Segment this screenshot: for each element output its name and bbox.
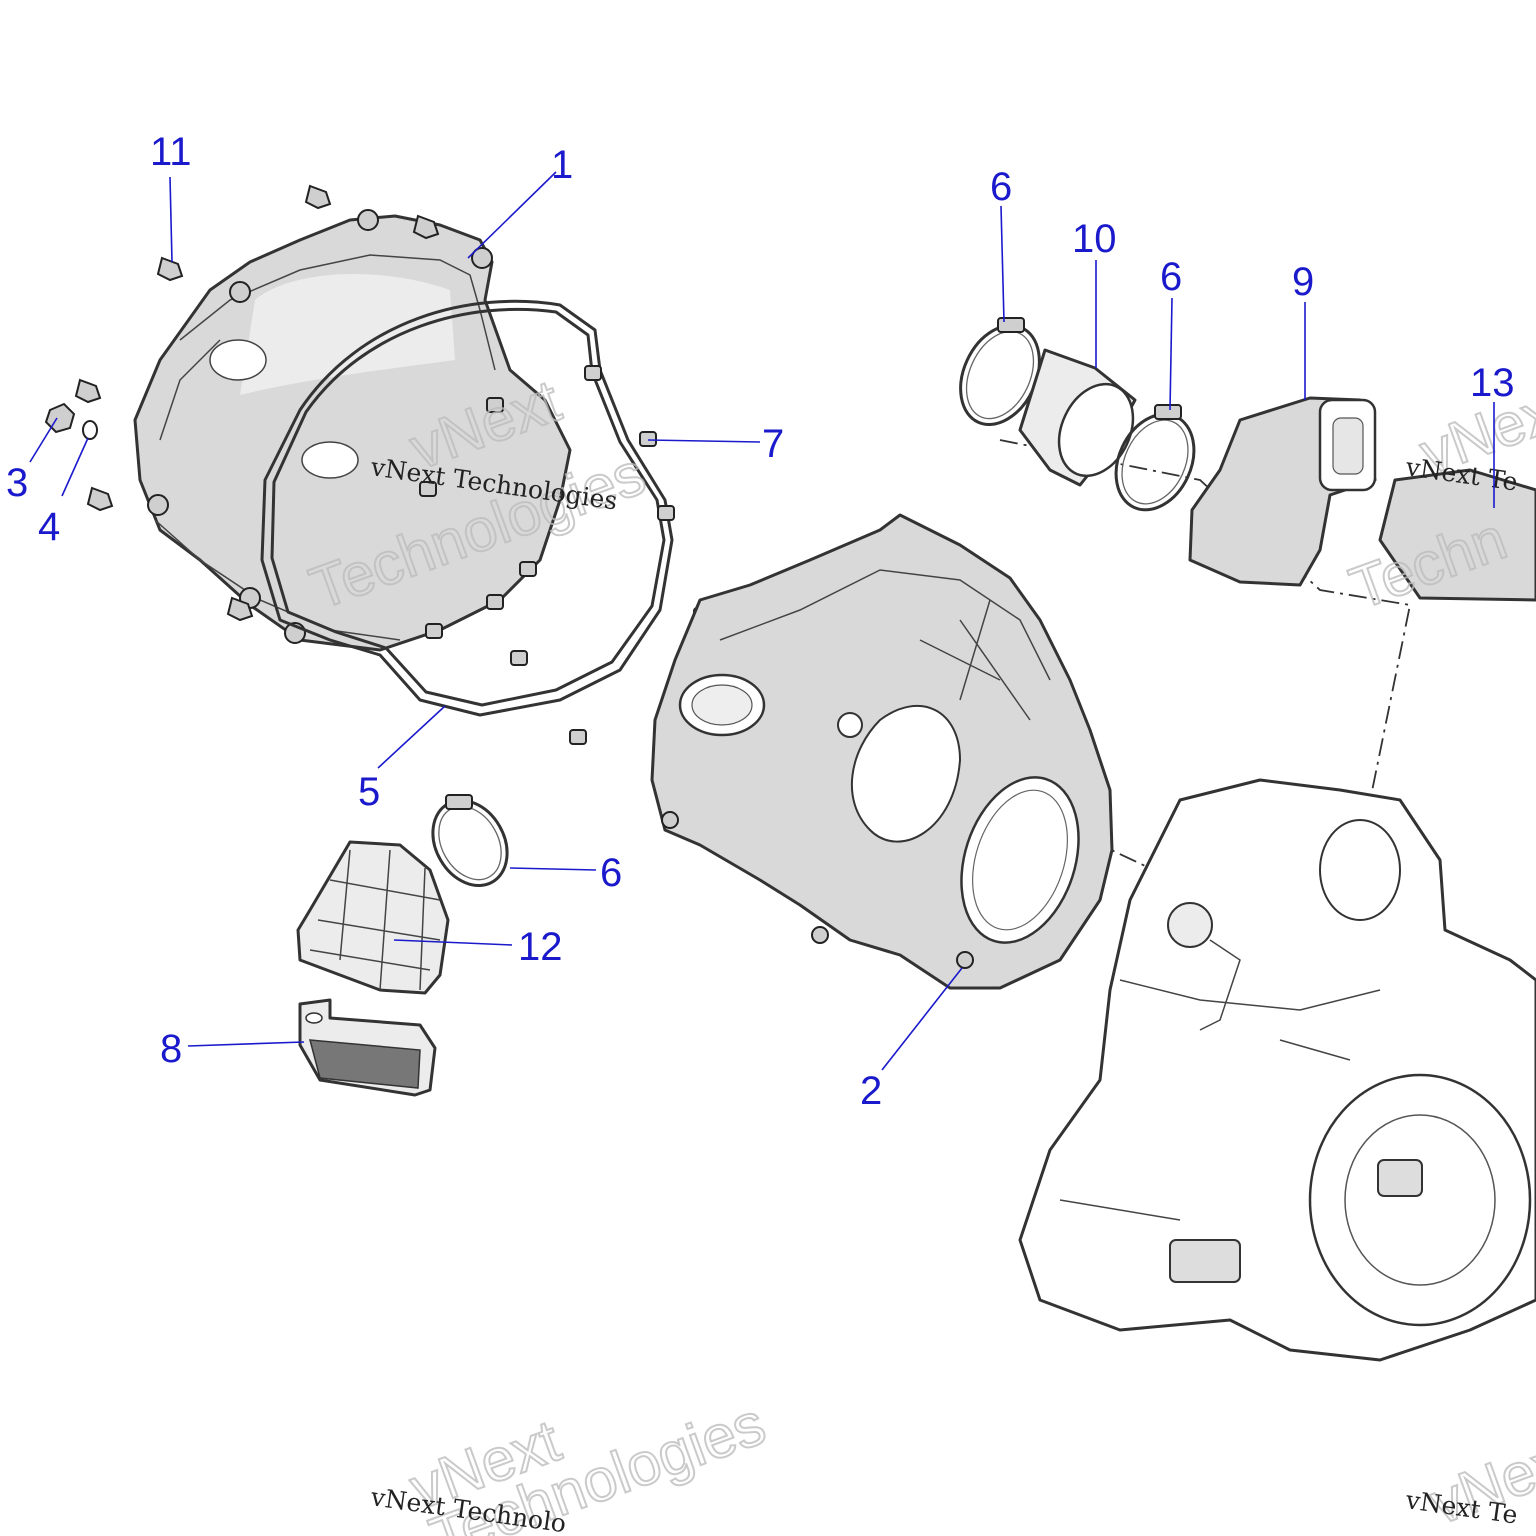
callout-12: 12 — [393, 925, 563, 969]
callout-5: 5 — [358, 705, 446, 814]
cover-bolts — [44, 184, 440, 622]
vent-screen — [298, 998, 437, 1097]
callout-label: 5 — [358, 770, 380, 814]
callout-label: 2 — [860, 1069, 882, 1113]
callout-6-upper-right: 6 — [1160, 255, 1182, 411]
callout-6-upper-left: 6 — [990, 165, 1012, 323]
callout-label: 10 — [1072, 217, 1117, 261]
callout-label: 6 — [600, 851, 622, 895]
callout-2: 2 — [860, 967, 963, 1113]
callout-1: 1 — [467, 143, 573, 259]
callout-9: 9 — [1292, 260, 1314, 400]
inner-clutch-housing — [650, 513, 1114, 990]
callout-label: 11 — [150, 130, 192, 174]
callout-label: 1 — [551, 143, 573, 187]
callouts: 11 1 3 4 7 5 6 — [6, 130, 1515, 1113]
callout-label: 3 — [6, 461, 28, 505]
callout-label: 8 — [160, 1027, 182, 1071]
duct-clamp-lower — [431, 794, 509, 888]
callout-6-lower: 6 — [509, 851, 622, 895]
intake-cover-fragment — [1378, 468, 1536, 602]
callout-10: 10 — [1072, 217, 1117, 368]
callout-label: 6 — [1160, 255, 1182, 299]
intake-elbow-duct — [1188, 396, 1377, 587]
callout-7: 7 — [647, 422, 784, 466]
callout-8: 8 — [160, 1027, 305, 1071]
callout-4: 4 — [38, 437, 89, 549]
callout-11: 11 — [150, 130, 192, 263]
callout-3: 3 — [6, 417, 58, 505]
duct-clamp-upper-right — [1114, 404, 1196, 512]
cover-gasket — [260, 299, 674, 717]
transmission-assembly — [1018, 778, 1536, 1362]
callout-label: 7 — [762, 422, 784, 466]
outlet-duct — [296, 840, 450, 995]
callout-label: 12 — [518, 925, 563, 969]
duct-adapter — [1018, 348, 1137, 487]
callout-label: 6 — [990, 165, 1012, 209]
callout-label: 4 — [38, 505, 60, 549]
callout-label: 13 — [1470, 361, 1515, 405]
callout-13: 13 — [1470, 361, 1515, 508]
outer-clutch-cover — [133, 209, 572, 652]
callout-label: 9 — [1292, 260, 1314, 304]
